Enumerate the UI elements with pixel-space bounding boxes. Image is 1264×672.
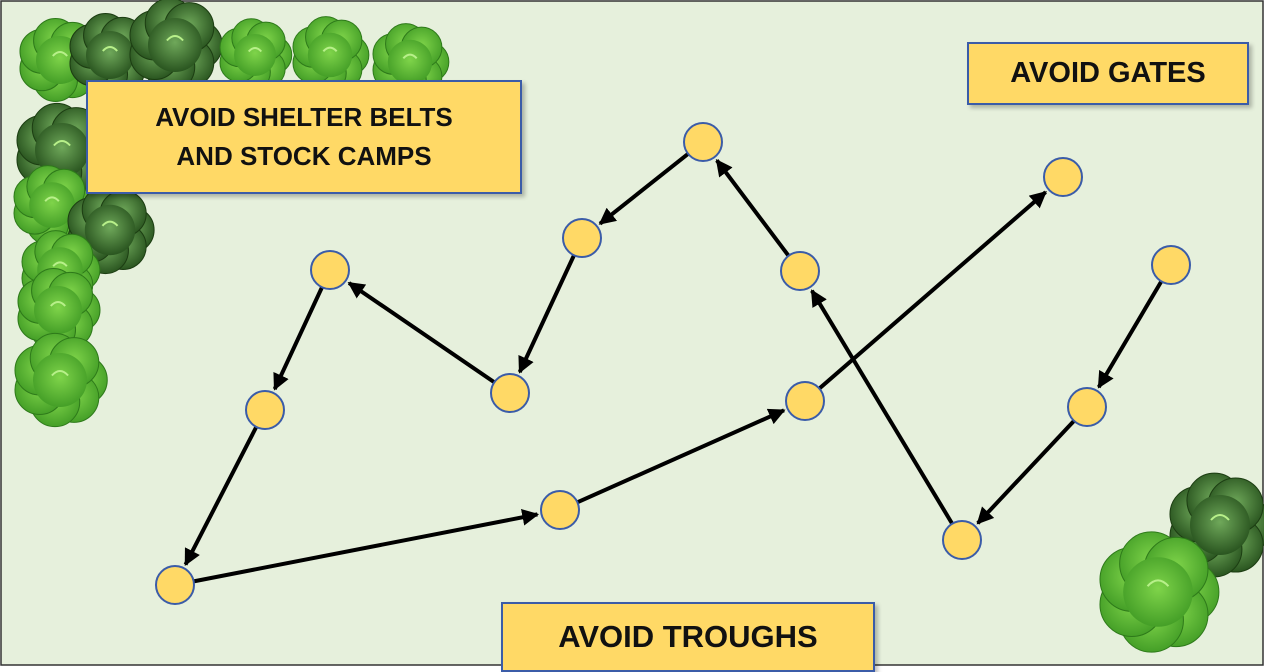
sample-point-icon [786, 382, 824, 420]
sample-point-icon [156, 566, 194, 604]
sample-point-icon [1068, 388, 1106, 426]
avoid-shelter-callout: AVOID SHELTER BELTS AND STOCK CAMPS [86, 80, 522, 194]
sample-point-icon [563, 219, 601, 257]
sample-point-icon [491, 374, 529, 412]
avoid-gates-callout: AVOID GATES [967, 42, 1249, 105]
sample-point-icon [684, 123, 722, 161]
sample-point-icon [1044, 158, 1082, 196]
sample-point-icon [781, 252, 819, 290]
sample-point-icon [1152, 246, 1190, 284]
avoid-troughs-label: AVOID TROUGHS [558, 619, 818, 655]
sample-point-icon [541, 491, 579, 529]
avoid-shelter-label: AVOID SHELTER BELTS AND STOCK CAMPS [155, 98, 453, 176]
avoid-troughs-callout: AVOID TROUGHS [501, 602, 875, 672]
sample-point-icon [246, 391, 284, 429]
sample-point-icon [311, 251, 349, 289]
sample-point-icon [943, 521, 981, 559]
avoid-gates-label: AVOID GATES [1010, 57, 1206, 90]
